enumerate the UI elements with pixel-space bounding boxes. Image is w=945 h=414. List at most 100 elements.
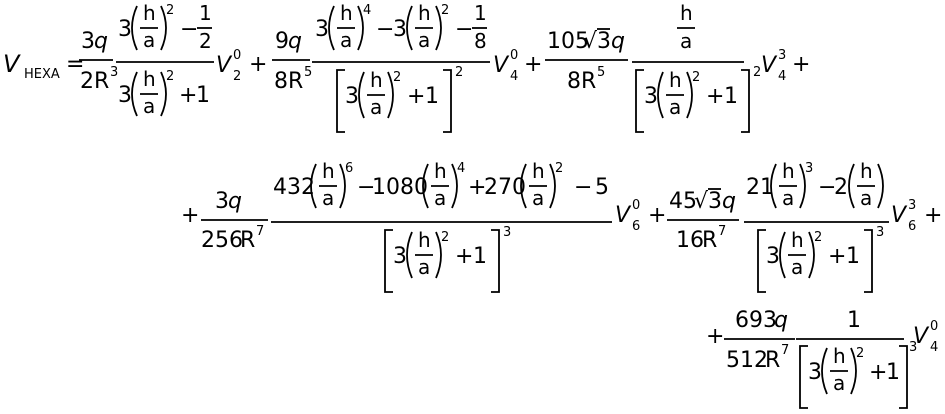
power-label: 5: [304, 65, 312, 80]
digit-label: 1: [196, 83, 210, 108]
power-label: 2: [856, 346, 864, 361]
plus-sign: +: [706, 84, 724, 109]
term2-fraction: 3 h a 4 − 3 h a 2 − 1 8 3 h a: [312, 1, 490, 133]
power-label: 7: [781, 343, 789, 358]
a-label: a: [669, 95, 681, 119]
digit-label: 1: [473, 244, 487, 269]
h-label: h: [418, 1, 431, 25]
coef-denominator-R: R: [702, 228, 717, 253]
power-label: 2: [753, 65, 761, 80]
subscript-label: 2: [233, 69, 241, 84]
subscript-label: 6: [632, 219, 640, 234]
coef-denominator-R: R: [288, 69, 303, 94]
v-label: V: [761, 53, 778, 78]
digit-label: 1: [724, 84, 738, 109]
right-paren: [686, 71, 693, 119]
term1-coefficient: 3 q 2 R 3: [79, 29, 118, 94]
left-paren: [358, 71, 365, 119]
v-label: V: [216, 53, 233, 78]
right-paren: [850, 347, 857, 395]
superscript-label: 3: [778, 48, 786, 63]
right-paren: [799, 163, 806, 209]
left-paren: [310, 163, 317, 209]
digit-label: 1: [847, 308, 861, 333]
digit-label: 2: [834, 175, 848, 200]
h-label: h: [680, 1, 693, 25]
superscript-label: 0: [930, 319, 938, 334]
lhs-symbol: V: [3, 50, 21, 78]
term6-coefficient: 693 q 512 R 7: [724, 308, 795, 373]
left-bracket: [757, 229, 766, 293]
power-label: 3: [876, 225, 884, 240]
left-paren: [779, 231, 786, 279]
plus-sign: +: [648, 203, 666, 228]
plus-sign: +: [249, 52, 267, 77]
power-label: 2: [166, 3, 174, 18]
v40-operator-final: V 0 4: [913, 319, 938, 355]
right-paren: [808, 231, 815, 279]
a-label: a: [340, 28, 352, 52]
coef-270: 270: [484, 175, 526, 200]
term1-fraction: 3 h a 2 − 1 2 3 h a 2 + 1: [116, 1, 214, 118]
term3-coefficient: 105 √3 q 8 R 5: [545, 28, 628, 94]
left-paren: [131, 71, 138, 117]
a-label: a: [680, 29, 692, 53]
h-label: h: [833, 344, 846, 368]
left-bracket: [336, 69, 345, 133]
equals-sign: =: [66, 52, 84, 77]
h-label: h: [532, 159, 545, 183]
right-paren: [877, 163, 884, 209]
subscript-label: 6: [908, 219, 916, 234]
term5-coefficient: 45 √3 q 16 R 7: [667, 188, 739, 253]
v-label: V: [913, 324, 930, 349]
minus-sign: −: [376, 17, 394, 42]
plus-sign: +: [706, 324, 724, 349]
term5-fraction: 21 h a 3 − 2 h a 3 h a 2 + 1 3: [744, 159, 889, 293]
digit-label: 1: [474, 1, 487, 25]
coef-numerator-q: q: [228, 189, 242, 214]
superscript-label: 0: [233, 48, 241, 63]
a-label: a: [418, 28, 430, 52]
v20-operator: V 0 2: [216, 48, 241, 84]
left-paren: [406, 231, 413, 279]
left-paren: [520, 163, 527, 209]
coef-denominator-R: R: [765, 348, 780, 373]
term6-fraction: 1 3 h a 2 + 1 3: [796, 308, 917, 409]
right-paren: [387, 71, 394, 119]
power-label: 2: [441, 230, 449, 245]
coef-numerator-number: 45: [669, 189, 697, 214]
coef-denominator-R: R: [94, 69, 109, 94]
plus-sign: +: [924, 203, 942, 228]
right-paren: [339, 163, 346, 209]
h-label: h: [370, 68, 383, 92]
coef-denominator-digit: 2: [80, 69, 94, 94]
coef-numerator-q: q: [611, 29, 625, 54]
subscript-label: 4: [930, 340, 938, 355]
v-label: V: [615, 203, 632, 228]
digit-label: 3: [393, 244, 407, 269]
left-bracket: [384, 229, 393, 293]
a-label: a: [143, 28, 155, 52]
coef-denominator-R: R: [240, 228, 255, 253]
v-label: V: [891, 203, 908, 228]
coef-numerator-q: q: [774, 308, 788, 333]
equation-row-2: + 3 q 256 R 7 432 h a 6 − 1080 h a: [181, 159, 942, 293]
power-label: 2: [555, 161, 563, 176]
right-bracket: [864, 229, 873, 293]
a-label: a: [418, 255, 430, 279]
right-bracket: [741, 69, 750, 133]
right-bracket: [443, 69, 452, 133]
coef-numerator-number: 105: [547, 29, 589, 54]
term4-fraction: 432 h a 6 − 1080 h a 4 + 270 h a 2 − 5: [271, 159, 612, 293]
plus-sign: +: [792, 52, 810, 77]
power-label: 7: [256, 224, 264, 239]
a-label: a: [434, 186, 446, 210]
sqrt3-label: √3: [694, 189, 722, 214]
h-label: h: [669, 68, 682, 92]
power-label: 2: [393, 70, 401, 85]
right-paren: [435, 231, 442, 279]
power-label: 2: [814, 230, 822, 245]
right-bracket: [491, 229, 500, 293]
equation-row-3: + 693 q 512 R 7 1 3 h a 2 + 1 3: [706, 308, 938, 409]
